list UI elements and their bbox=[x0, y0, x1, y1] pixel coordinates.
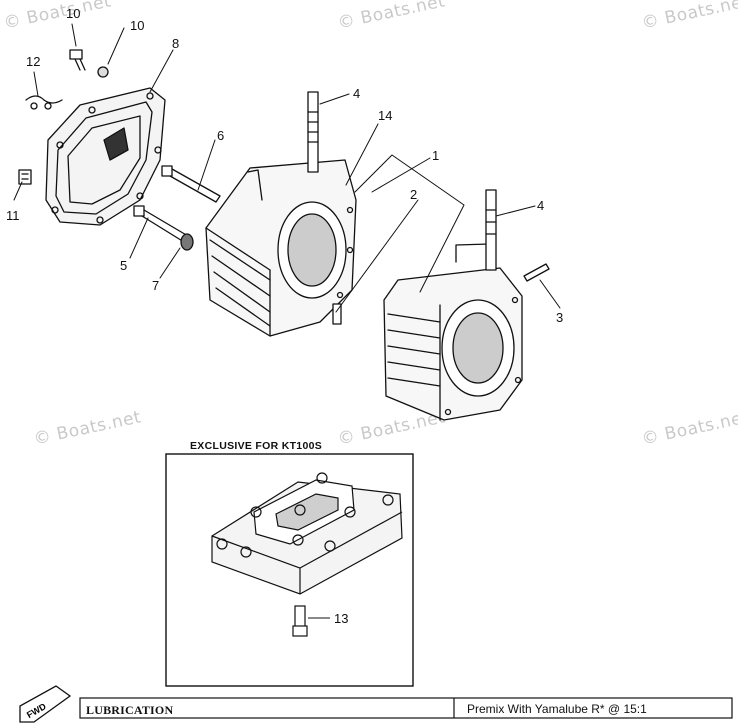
callout-number: 6 bbox=[217, 128, 224, 143]
callout-number: 10 bbox=[66, 6, 80, 21]
fwd-arrow-icon bbox=[19, 685, 72, 723]
callout-number: 11 bbox=[6, 208, 20, 223]
cylinder-cover-part bbox=[45, 87, 166, 226]
callout-number: 1 bbox=[432, 148, 439, 163]
cylinder-left-part bbox=[205, 159, 357, 337]
exclusive-box-title: EXCLUSIVE FOR KT100S bbox=[190, 440, 323, 452]
stud-part bbox=[307, 91, 319, 173]
bolt-part bbox=[161, 165, 221, 203]
stud-part bbox=[485, 189, 497, 271]
callout-number: 8 bbox=[172, 36, 179, 51]
callout-number: 12 bbox=[26, 54, 40, 69]
screw-part bbox=[523, 263, 550, 282]
bolt-part bbox=[69, 49, 109, 78]
callout-number: 2 bbox=[410, 187, 417, 202]
bolt-part bbox=[292, 605, 308, 637]
footer-bar bbox=[79, 697, 733, 719]
callout-number: 3 bbox=[556, 310, 563, 325]
callout-number: 5 bbox=[120, 258, 127, 273]
bolt-part bbox=[133, 205, 189, 243]
section-label: LUBRICATION bbox=[86, 703, 174, 717]
callout-number: 10 bbox=[130, 18, 144, 33]
callout-number: 13 bbox=[334, 611, 348, 626]
washer-part bbox=[180, 233, 194, 251]
clip-part bbox=[25, 95, 63, 110]
callout-number: 4 bbox=[353, 86, 360, 101]
carburetor-spacer-part bbox=[211, 472, 403, 595]
callout-number: 7 bbox=[152, 278, 159, 293]
dowel-pin-part bbox=[332, 303, 342, 325]
callout-number: 4 bbox=[537, 198, 544, 213]
lubrication-note: Premix With Yamalube R* @ 15:1 bbox=[467, 702, 647, 716]
exclusive-box bbox=[165, 453, 414, 687]
cylinder-right-part bbox=[383, 243, 523, 421]
callout-number: 14 bbox=[378, 108, 392, 123]
fitting-part bbox=[18, 169, 32, 185]
